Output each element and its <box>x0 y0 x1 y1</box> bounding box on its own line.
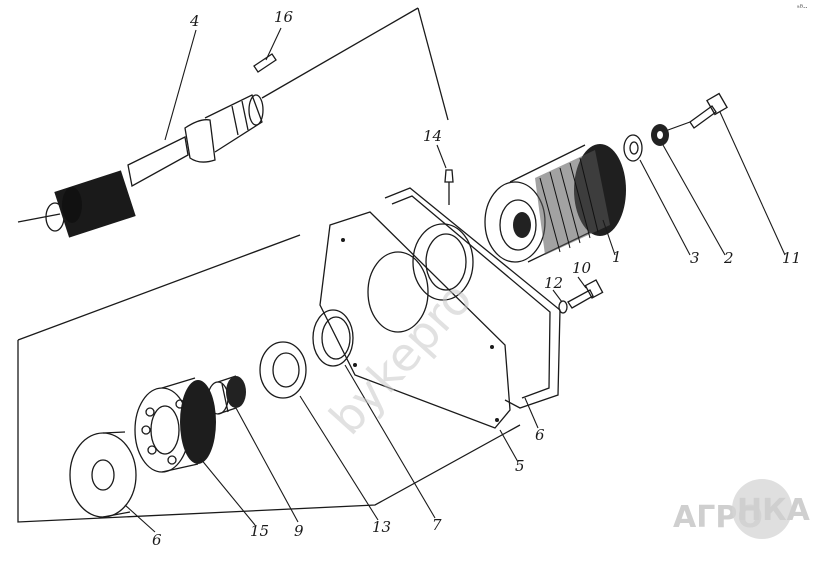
bearing-part-13 <box>259 341 307 399</box>
corner-mark: ᵃᴮ·· <box>797 4 807 12</box>
callout-13: 13 <box>372 518 391 536</box>
callout-16: 16 <box>274 8 294 26</box>
washer-part-3 <box>623 134 643 162</box>
callout-10: 10 <box>572 259 592 277</box>
agronka-logo: АГРО НКА <box>673 479 811 539</box>
gasket-part-6 <box>384 187 561 409</box>
bolt-part-10 <box>567 279 604 309</box>
callout-6-upper: 6 <box>535 426 545 444</box>
lock-washer-part-2 <box>651 124 669 146</box>
flange-plate-part-5 <box>319 211 511 429</box>
callout-7: 7 <box>432 516 442 534</box>
callout-1: 1 <box>612 248 622 266</box>
washer-part-12 <box>558 300 568 314</box>
callout-5: 5 <box>515 457 525 475</box>
bush-part-9 <box>207 375 246 415</box>
callout-4: 4 <box>189 12 200 30</box>
grease-fitting-part-14 <box>444 169 454 205</box>
callout-14: 14 <box>423 127 442 145</box>
callout-2: 2 <box>723 249 734 267</box>
watermark-text: bykepro <box>319 271 483 445</box>
pin-part-16 <box>253 53 277 73</box>
bolt-part-11 <box>667 92 728 131</box>
logo-text-right: НКА <box>737 493 811 528</box>
callout-9: 9 <box>294 522 304 540</box>
callout-6-lower: 6 <box>152 531 162 549</box>
callout-11: 11 <box>782 249 801 267</box>
callouts: 4 16 14 1 3 2 11 10 12 6 5 7 13 9 15 6 <box>152 8 801 549</box>
roller-bearing-part-15 <box>134 377 216 473</box>
pulley-drum-part-1 <box>484 144 626 263</box>
washer-part-6 <box>69 431 137 518</box>
callout-3: 3 <box>690 249 700 267</box>
callout-15: 15 <box>250 522 269 540</box>
frame-outline <box>17 7 521 523</box>
callout-12: 12 <box>544 274 563 292</box>
shaft-part-4 <box>17 94 264 238</box>
seal-ring-part-7 <box>312 309 354 367</box>
leader-lines <box>124 27 786 533</box>
